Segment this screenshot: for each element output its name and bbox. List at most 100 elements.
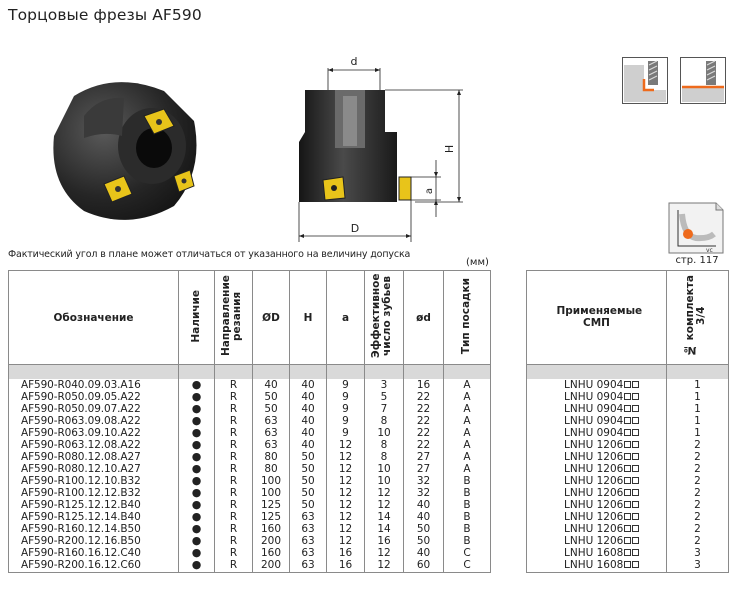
table-cell: ● bbox=[178, 378, 215, 391]
table-row: LNHU 1608 3 bbox=[526, 558, 729, 573]
designation-cell: AF590-R050.09.05.A22 bbox=[8, 390, 179, 403]
designation-cell: AF590-R160.12.14.B50 bbox=[8, 522, 179, 535]
table-cell: 16 bbox=[403, 378, 444, 391]
table-cell: 80 bbox=[252, 450, 290, 463]
table-cell: ● bbox=[178, 546, 215, 559]
table-cell: 40 bbox=[252, 378, 290, 391]
kit-number-cell: 1 bbox=[666, 426, 729, 439]
table-cell: R bbox=[214, 534, 253, 547]
reference-page-link[interactable]: стр. 117 bbox=[675, 255, 719, 266]
header-availability: Наличие bbox=[178, 270, 215, 365]
table-cell: 8 bbox=[364, 438, 404, 451]
table-cell: 60 bbox=[403, 558, 444, 573]
table-cell: 9 bbox=[326, 402, 365, 415]
table-cell: 32 bbox=[403, 474, 444, 487]
table-cell: R bbox=[214, 522, 253, 535]
square-icon bbox=[624, 392, 632, 400]
table-cell: 63 bbox=[289, 558, 327, 573]
designation-cell: AF590-R040.09.03.A16 bbox=[8, 378, 179, 391]
insert-code: LNHU 0904 bbox=[564, 414, 624, 427]
table-cell: 16 bbox=[326, 558, 365, 573]
insert-code: LNHU 1206 bbox=[564, 510, 624, 523]
table-cell: 63 bbox=[289, 522, 327, 535]
kit-number-cell: 2 bbox=[666, 486, 729, 499]
insert-code: LNHU 0904 bbox=[564, 390, 624, 403]
table-cell: 125 bbox=[252, 510, 290, 523]
table-cell: 50 bbox=[289, 450, 327, 463]
insert-cell: LNHU 1206 bbox=[526, 450, 667, 463]
square-icon bbox=[632, 440, 640, 448]
insert-code: LNHU 1206 bbox=[564, 450, 624, 463]
shoulder-milling-icon bbox=[622, 57, 668, 104]
table-cell: 80 bbox=[252, 462, 290, 475]
table-cell: A bbox=[443, 426, 491, 439]
insert-cell: LNHU 1206 bbox=[526, 462, 667, 475]
table-cell: 40 bbox=[403, 510, 444, 523]
square-icon bbox=[624, 428, 632, 436]
table-cell: ● bbox=[178, 558, 215, 573]
table-cell: 12 bbox=[326, 486, 365, 499]
kit-number-cell: 2 bbox=[666, 438, 729, 451]
cutting-data-reference-icon: vc bbox=[668, 202, 724, 254]
kit-number-cell: 2 bbox=[666, 462, 729, 475]
kit-number-cell: 3 bbox=[666, 558, 729, 573]
table-cell: 22 bbox=[403, 390, 444, 403]
insert-code: LNHU 0904 bbox=[564, 378, 624, 391]
face-milling-icon bbox=[680, 57, 726, 104]
table-cell: 40 bbox=[289, 378, 327, 391]
insert-cell: LNHU 1608 bbox=[526, 546, 667, 559]
designation-cell: AF590-R080.12.08.A27 bbox=[8, 450, 179, 463]
table-cell: 50 bbox=[403, 534, 444, 547]
table-cell: 16 bbox=[364, 534, 404, 547]
table-cell: 32 bbox=[403, 486, 444, 499]
table-cell: 12 bbox=[326, 438, 365, 451]
specifications-table: Обозначение Наличие Направление резания … bbox=[8, 270, 491, 573]
table-cell: R bbox=[214, 438, 253, 451]
table-cell: A bbox=[443, 462, 491, 475]
table-cell: 27 bbox=[403, 462, 444, 475]
square-icon bbox=[624, 404, 632, 412]
table-cell: R bbox=[214, 474, 253, 487]
insert-code: LNHU 1206 bbox=[564, 522, 624, 535]
header-a: a bbox=[326, 270, 365, 365]
kit-number-cell: 2 bbox=[666, 498, 729, 511]
square-icon bbox=[624, 488, 632, 496]
insert-code: LNHU 0904 bbox=[564, 402, 624, 415]
table-cell: R bbox=[214, 486, 253, 499]
designation-cell: AF590-R063.12.08.A22 bbox=[8, 438, 179, 451]
insert-code: LNHU 1608 bbox=[564, 558, 624, 571]
table-cell: 40 bbox=[289, 426, 327, 439]
insert-code: LNHU 1206 bbox=[564, 462, 624, 475]
insert-cell: LNHU 1206 bbox=[526, 534, 667, 547]
table-cell: R bbox=[214, 378, 253, 391]
insert-cell: LNHU 1206 bbox=[526, 498, 667, 511]
table-cell: 3 bbox=[364, 378, 404, 391]
square-icon bbox=[632, 428, 640, 436]
table-cell: B bbox=[443, 522, 491, 535]
table-cell: A bbox=[443, 414, 491, 427]
square-icon bbox=[632, 536, 640, 544]
table-cell: 16 bbox=[326, 546, 365, 559]
square-icon bbox=[632, 380, 640, 388]
table-cell: A bbox=[443, 378, 491, 391]
table-cell: 5 bbox=[364, 390, 404, 403]
table-cell: 12 bbox=[326, 474, 365, 487]
table-cell: 12 bbox=[326, 510, 365, 523]
square-icon bbox=[624, 500, 632, 508]
table-cell: 12 bbox=[326, 498, 365, 511]
tolerance-note: Фактический угол в плане может отличатьс… bbox=[8, 249, 411, 260]
insert-code: LNHU 1206 bbox=[564, 474, 624, 487]
table-cell: 50 bbox=[289, 462, 327, 475]
dim-d-label: d bbox=[351, 55, 358, 68]
kit-number-cell: 2 bbox=[666, 534, 729, 547]
